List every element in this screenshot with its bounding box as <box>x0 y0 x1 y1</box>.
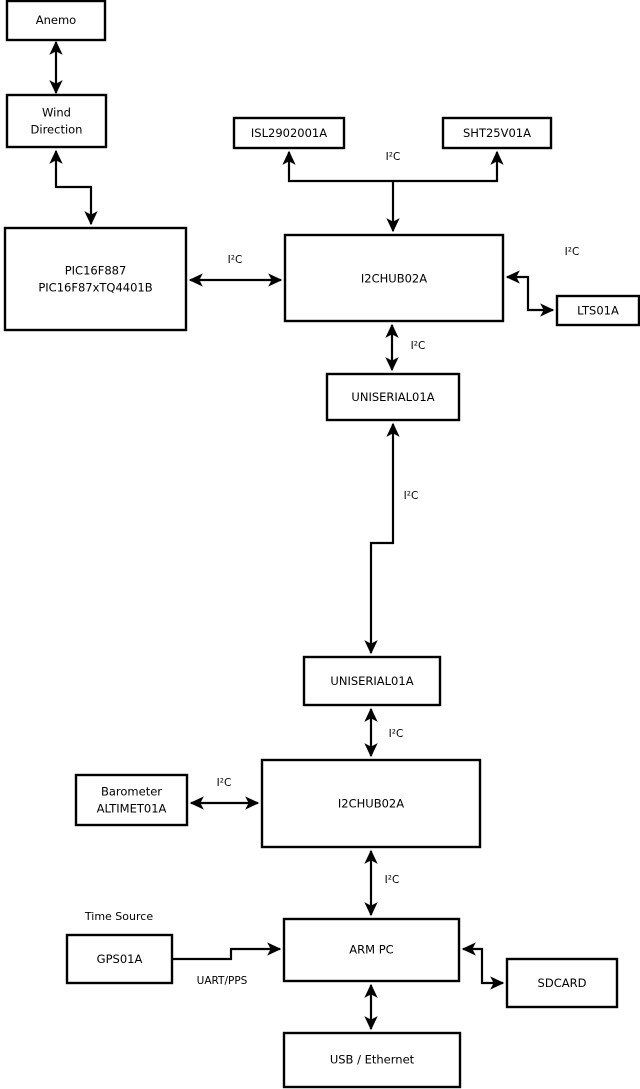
block-usb-ethernet-box <box>282 1031 462 1089</box>
block-lts01a-label: LTS01A <box>577 304 619 318</box>
block-pic-mcu-label-line2: PIC16F87xTQ4401B <box>38 281 152 295</box>
block-barometer-altimet01a-label-line1: Barometer <box>101 785 162 799</box>
block-uniserial01a-bottom-label: UNISERIAL01A <box>330 674 413 688</box>
block-i2chub02a-top-label: I2CHUB02A <box>361 272 427 286</box>
block-i2chub02a-bottom[interactable]: I2CHUB02A <box>260 758 482 849</box>
block-sdcard-box <box>505 957 619 1009</box>
block-i2chub02a-top-box <box>283 233 505 323</box>
edge-label-uniserial-hub2: I²C <box>389 728 404 740</box>
block-uniserial01a-bottom-box <box>302 655 442 707</box>
block-anemo[interactable]: Anemo <box>5 0 107 42</box>
connector-pic-wind <box>49 149 98 226</box>
block-pic-mcu-label-line1: PIC16F887 <box>65 264 127 278</box>
block-sht25v01a-box <box>441 116 553 150</box>
block-isl2902001a-box <box>232 116 346 150</box>
block-uniserial01a-top[interactable]: UNISERIAL01A <box>325 372 461 422</box>
edge-label-hub-lts: I²C <box>565 246 580 258</box>
edge-label-sensor-bus: I²C <box>386 151 401 163</box>
block-gps01a-box <box>65 933 174 985</box>
edge-label-barometer-hub2: I²C <box>217 777 232 789</box>
block-arm-pc-box <box>282 917 461 983</box>
label-time-source: Time Source <box>84 910 153 923</box>
block-barometer-altimet01a-box <box>74 773 189 827</box>
block-isl2902001a[interactable]: ISL2902001A <box>232 116 346 150</box>
block-arm-pc[interactable]: ARM PC <box>282 917 461 983</box>
block-pic-mcu[interactable]: PIC16F887 PIC16F87xTQ4401B <box>3 226 188 332</box>
block-uniserial01a-top-label: UNISERIAL01A <box>351 390 434 404</box>
connector-armpc-sdcard <box>461 942 505 990</box>
block-sdcard[interactable]: SDCARD <box>505 957 619 1009</box>
block-barometer-altimet01a-label-line2: ALTIMET01A <box>97 802 167 816</box>
block-anemo-label: Anemo <box>36 13 76 27</box>
block-gps01a[interactable]: GPS01A <box>65 933 174 985</box>
block-i2chub02a-bottom-label: I2CHUB02A <box>338 797 404 811</box>
connector-gps-armpc <box>172 942 282 961</box>
block-anemo-box <box>5 0 107 42</box>
block-pic-mcu-box <box>3 226 188 332</box>
block-arm-pc-label: ARM PC <box>349 943 393 957</box>
connector-uniserial-link <box>364 422 400 655</box>
edge-label-hub-uniserial: I²C <box>411 340 426 352</box>
block-sht25v01a-label: SHT25V01A <box>463 126 531 140</box>
block-gps01a-label: GPS01A <box>97 952 143 966</box>
connector-hub-sht <box>393 150 504 183</box>
edge-label-uniserial-link: I²C <box>404 490 419 502</box>
block-usb-ethernet-label: USB / Ethernet <box>330 1053 415 1067</box>
edge-label-pic-hub: I²C <box>228 254 243 266</box>
block-lts01a[interactable]: LTS01A <box>555 294 640 327</box>
connector-hub-lts <box>505 270 555 317</box>
edge-label-hub2-armpc: I²C <box>385 874 400 886</box>
block-wind-direction-label-line2: Direction <box>31 123 83 137</box>
block-usb-ethernet[interactable]: USB / Ethernet <box>282 1031 462 1089</box>
block-lts01a-box <box>555 294 640 327</box>
block-uniserial01a-top-box <box>325 372 461 422</box>
block-barometer-altimet01a[interactable]: Barometer ALTIMET01A <box>74 773 189 827</box>
edge-label-gps-armpc: UART/PPS <box>197 975 248 987</box>
connector-hub-isl <box>282 150 393 183</box>
block-i2chub02a-bottom-box <box>260 758 482 849</box>
block-wind-direction[interactable]: Wind Direction <box>5 93 108 149</box>
block-uniserial01a-bottom[interactable]: UNISERIAL01A <box>302 655 442 707</box>
block-sdcard-label: SDCARD <box>538 976 587 990</box>
block-isl2902001a-label: ISL2902001A <box>251 126 327 140</box>
block-wind-direction-label-line1: Wind <box>42 106 71 120</box>
block-i2chub02a-top[interactable]: I2CHUB02A <box>283 233 505 323</box>
block-sht25v01a[interactable]: SHT25V01A <box>441 116 553 150</box>
block-wind-direction-box <box>5 93 108 149</box>
